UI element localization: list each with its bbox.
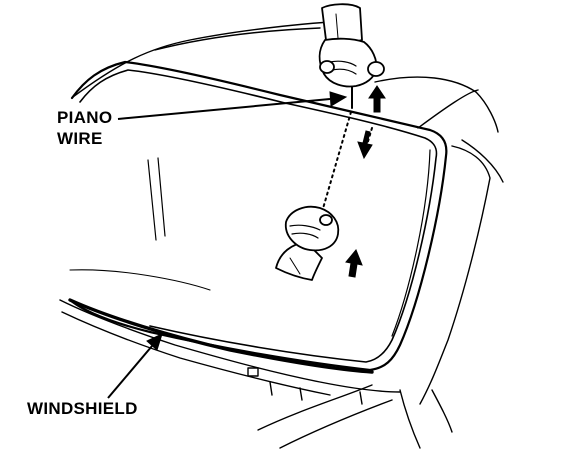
hand-holding-wire-icon <box>275 205 340 281</box>
down-arrow-icon <box>357 130 373 160</box>
up-arrow-icon <box>368 85 386 113</box>
hand-pulling-wire-icon <box>318 3 385 88</box>
windshield-label: WINDSHIELD <box>27 398 138 419</box>
piano-wire-label: PIANO WIRE <box>57 107 112 149</box>
piano-wire-leader <box>117 91 348 120</box>
car-body <box>59 21 504 449</box>
piano-wire-label-line1: PIANO <box>57 108 113 127</box>
up-arrow-icon <box>345 249 363 278</box>
windshield-label-text: WINDSHIELD <box>27 399 138 418</box>
piano-wire-label-line2: WIRE <box>57 129 103 148</box>
windshield-glass <box>68 60 448 374</box>
windshield-leader <box>107 333 163 399</box>
